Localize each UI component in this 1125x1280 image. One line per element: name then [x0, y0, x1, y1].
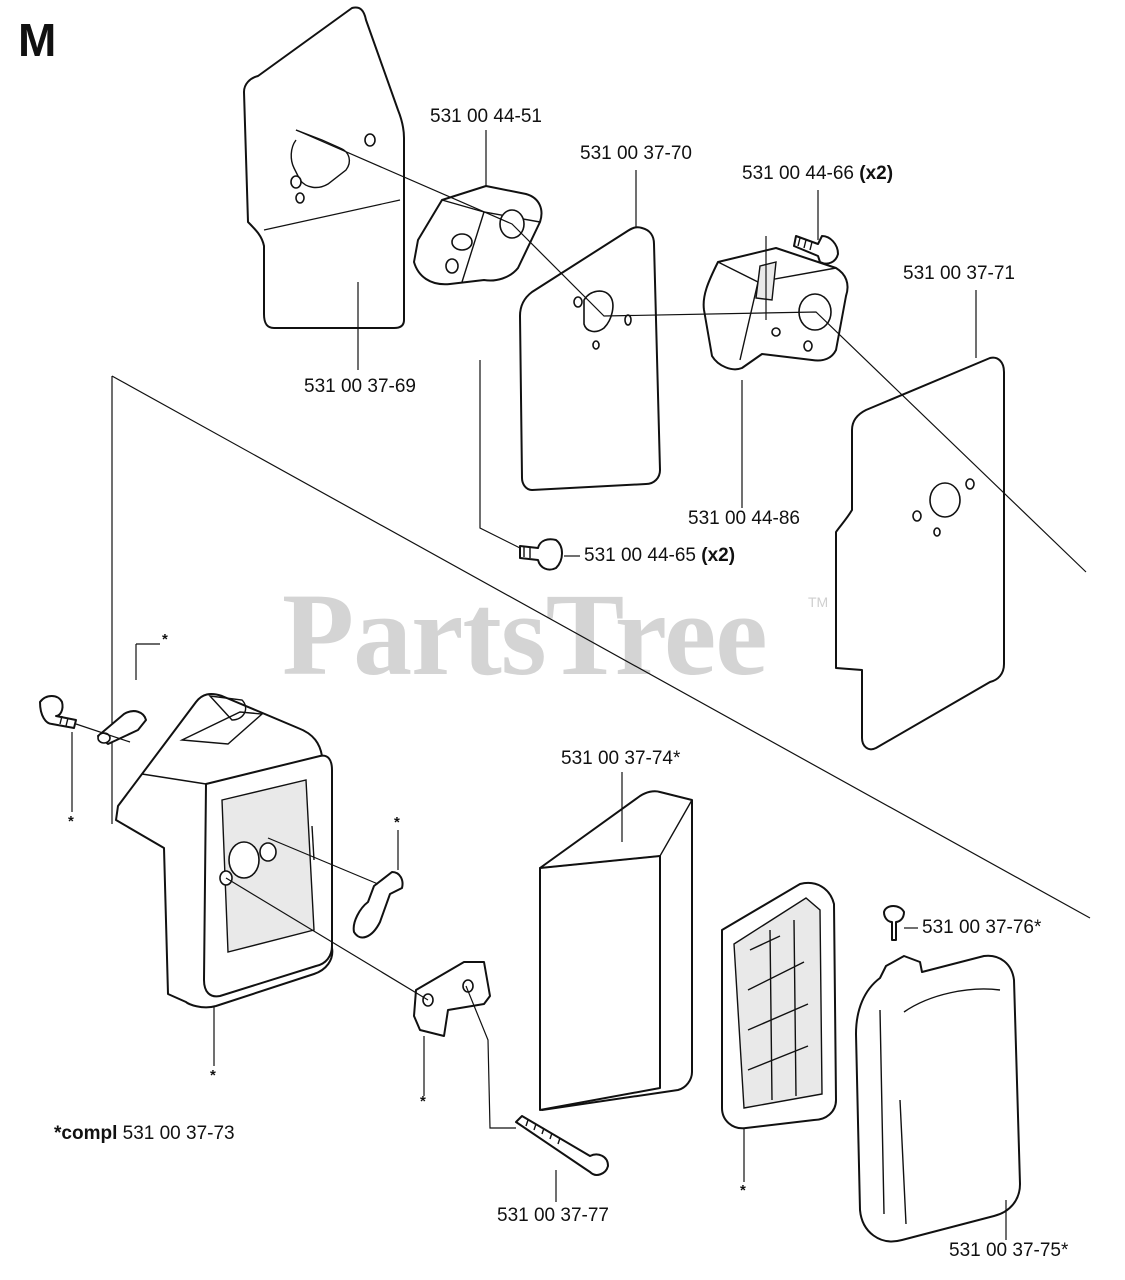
- bolt-part-3777: [515, 1115, 609, 1176]
- kit-note-number[interactable]: 531 00 37-73: [122, 1123, 235, 1144]
- filter-grille-part: [721, 882, 837, 1130]
- filter-part-3774: [539, 790, 693, 1111]
- flange-part-4451: [413, 185, 543, 286]
- gasket-part-3770: [519, 226, 661, 491]
- quantity-4465: (x2): [701, 545, 736, 566]
- asterisk-marker-bracket: *: [420, 1093, 426, 1110]
- bolt-part-left: [39, 695, 77, 729]
- leader-line-star-clip: [135, 643, 160, 680]
- part-label-3776[interactable]: 531 00 37-76*: [922, 917, 1042, 938]
- part-number-4466: 531 00 44-66: [742, 163, 854, 184]
- part-label-4466[interactable]: 531 00 44-66 (x2): [742, 163, 893, 185]
- alignment-line-lower-1: [267, 837, 379, 885]
- alignment-line-upper: [295, 129, 1087, 573]
- kit-note-prefix: *compl: [54, 1123, 118, 1144]
- alignment-line-lower-3: [465, 985, 516, 1129]
- part-label-4465[interactable]: 531 00 44-65 (x2): [584, 545, 735, 567]
- gasket-part-3771: [835, 356, 1005, 751]
- alignment-line-lower-2: [225, 877, 429, 1001]
- asterisk-marker-housing: *: [210, 1067, 216, 1084]
- watermark-trademark: TM: [808, 594, 829, 610]
- housing-assembly-part: [115, 693, 334, 1009]
- part-label-3777[interactable]: 531 00 37-77: [497, 1205, 609, 1226]
- asterisk-marker-grille: *: [740, 1182, 746, 1199]
- bracket-part: [413, 961, 491, 1037]
- quantity-4466: (x2): [859, 163, 894, 184]
- asterisk-marker-lever: *: [394, 814, 400, 831]
- part-label-3774[interactable]: 531 00 37-74*: [561, 748, 681, 769]
- part-label-3770[interactable]: 531 00 37-70: [580, 143, 692, 164]
- assembly-boundary-line: [111, 375, 1091, 919]
- screw-part-3776: [883, 905, 905, 941]
- kit-note: *compl 531 00 37-73: [54, 1123, 235, 1145]
- gasket-part-3769: [243, 6, 405, 329]
- section-letter: M: [18, 14, 57, 66]
- spacer-part-4486: [702, 247, 849, 371]
- screw-part-4465: [519, 538, 563, 571]
- alignment-line-lower-4: [75, 723, 131, 743]
- part-number-4465: 531 00 44-65: [584, 545, 696, 566]
- watermark: PartsTree: [282, 569, 768, 700]
- cover-part-3775: [855, 954, 1021, 1243]
- asterisk-marker-bolt: *: [68, 813, 74, 830]
- asterisk-marker-clip: *: [162, 631, 168, 648]
- part-label-3775[interactable]: 531 00 37-75*: [949, 1240, 1069, 1261]
- part-label-4451[interactable]: 531 00 44-51: [430, 106, 542, 127]
- part-label-4486[interactable]: 531 00 44-86: [688, 508, 800, 529]
- part-label-3771[interactable]: 531 00 37-71: [903, 263, 1015, 284]
- part-label-3769[interactable]: 531 00 37-69: [304, 376, 416, 397]
- screw-part-4466: [793, 235, 839, 265]
- latch-lever-part: [352, 871, 404, 939]
- alignment-line-screw: [479, 360, 521, 549]
